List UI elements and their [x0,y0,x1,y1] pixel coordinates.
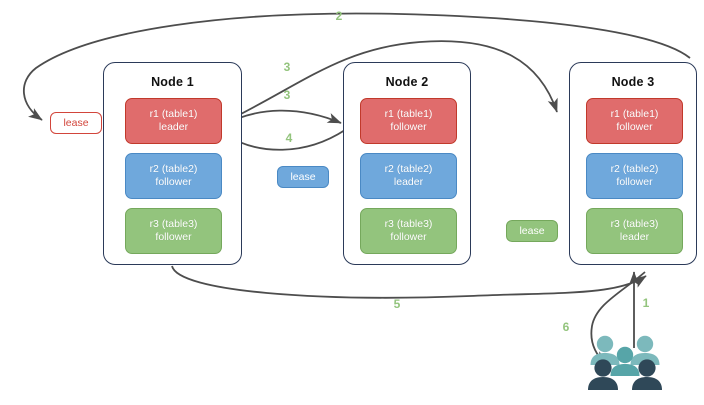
lease-badge-green[interactable]: lease [506,220,558,242]
replica-r1-node1[interactable]: r1 (table1) leader [125,98,222,144]
users-icon [588,335,662,390]
replica-label-line2: leader [158,121,189,133]
replica-label-line2: follower [616,176,653,188]
lease-label: lease [519,225,545,237]
replica-label-line1: r3 (table3) [384,218,433,230]
replica-label-line2: follower [155,176,192,188]
step-label-3-lower: 3 [283,88,291,102]
lease-label: lease [290,171,316,183]
replica-label-line1: r1 (table1) [384,108,433,120]
step-label-2: 2 [335,9,343,23]
replica-r1-node3[interactable]: r1 (table1) follower [586,98,683,144]
replica-r3-node1[interactable]: r3 (table3) follower [125,208,222,254]
lease-label: lease [63,117,89,129]
replica-r1-node2[interactable]: r1 (table1) follower [360,98,457,144]
step-label-5: 5 [393,297,401,311]
replica-r2-node2[interactable]: r2 (table2) leader [360,153,457,199]
node-box-2[interactable]: Node 2 r1 (table1) follower r2 (table2) … [343,62,471,265]
replica-r3-node2[interactable]: r3 (table3) follower [360,208,457,254]
replica-r3-node3[interactable]: r3 (table3) leader [586,208,683,254]
lease-badge-red[interactable]: lease [50,112,102,134]
node-title-2: Node 2 [385,75,429,89]
replica-label-line2: follower [155,231,192,243]
lease-badge-blue[interactable]: lease [277,166,329,188]
arrow-step-5 [171,265,647,299]
node-box-1[interactable]: Node 1 r1 (table1) leader r2 (table2) fo… [103,62,242,265]
replica-label-line2: follower [390,121,427,133]
replica-label-line1: r1 (table1) [610,108,659,120]
step-label-3-upper: 3 [283,60,291,74]
replica-label-line1: r3 (table3) [149,218,198,230]
step-label-4: 4 [285,131,293,145]
replica-label-line2: follower [616,121,653,133]
replica-r2-node3[interactable]: r2 (table2) follower [586,153,683,199]
node-title-1: Node 1 [151,75,194,89]
replica-label-line1: r2 (table2) [149,163,198,175]
replica-label-line1: r3 (table3) [610,218,659,230]
step-label-6: 6 [562,320,570,334]
replica-label-line2: leader [619,231,650,243]
node-title-3: Node 3 [611,75,655,89]
replica-label-line1: r2 (table2) [610,163,659,175]
replica-label-line2: follower [390,231,427,243]
replica-label-line1: r1 (table1) [149,108,198,120]
node-box-3[interactable]: Node 3 r1 (table1) follower r2 (table2) … [569,62,697,265]
step-label-1: 1 [642,296,650,310]
replica-label-line2: leader [393,176,424,188]
replica-r2-node1[interactable]: r2 (table2) follower [125,153,222,199]
replica-label-line1: r2 (table2) [384,163,433,175]
